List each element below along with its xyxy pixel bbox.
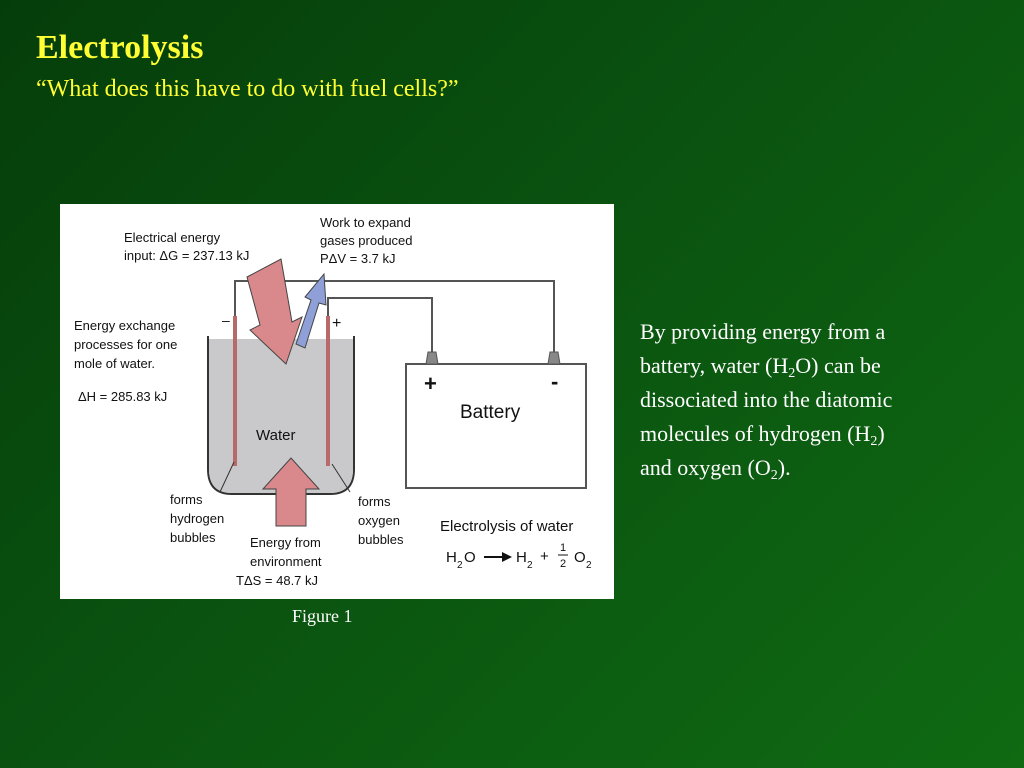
- cathode-electrode: [233, 316, 237, 466]
- water-label: Water: [256, 427, 295, 444]
- environment-energy-label: Energy from environment TΔS = 48.7 kJ: [236, 535, 325, 588]
- battery-plus-terminal: [425, 351, 439, 365]
- oxygen-pointer: [331, 463, 351, 493]
- description-text: By providing energy from a battery, wate…: [640, 319, 893, 483]
- hydrogen-pointer: [219, 461, 235, 493]
- eq-subscript: 2: [586, 560, 592, 571]
- eq-oxygen-product: O: [574, 549, 586, 566]
- hydrogen-bubbles-label: forms hydrogen bubbles: [170, 492, 228, 545]
- eq-subscript: 2: [527, 560, 533, 571]
- environment-energy-arrow: [261, 457, 321, 527]
- battery-minus-sign: -: [551, 369, 558, 394]
- water-body: [209, 339, 353, 493]
- figure-caption: Figure 1: [292, 606, 353, 626]
- electrolysis-figure: – + Water + - Battery Electrical energy …: [60, 204, 614, 599]
- slide-subtitle: “What does this have to do with fuel cel…: [36, 76, 459, 102]
- work-label: Work to expand gases produced PΔV = 3.7 …: [320, 215, 416, 266]
- oxygen-bubbles-label: forms oxygen bubbles: [358, 494, 404, 547]
- work-arrow: [295, 272, 327, 349]
- anode-electrode: [326, 316, 330, 466]
- eq-hydrogen: H: [446, 549, 457, 566]
- cathode-sign: –: [222, 312, 230, 328]
- reaction-title: Electrolysis of water: [440, 518, 573, 535]
- eq-subscript: 2: [457, 560, 463, 571]
- battery-label: Battery: [460, 402, 521, 423]
- electrical-energy-arrow: [246, 258, 303, 365]
- eq-fraction-numerator: 1: [560, 542, 566, 554]
- wire-cathode-to-battery-minus: [234, 280, 555, 352]
- eq-fraction-denominator: 2: [560, 558, 566, 570]
- electrical-energy-label: Electrical energy input: ΔG = 237.13 kJ: [124, 230, 249, 263]
- eq-plus: +: [540, 548, 549, 565]
- slide-title: Electrolysis: [36, 29, 204, 66]
- electrolysis-diagram: – + Water + - Battery Electrical energy …: [74, 215, 592, 588]
- eq-hydrogen-product: H: [516, 549, 527, 566]
- battery-plus-sign: +: [424, 371, 437, 396]
- anode-sign: +: [332, 315, 341, 332]
- enthalpy-label: ΔH = 285.83 kJ: [78, 389, 167, 404]
- battery-minus-terminal: [547, 351, 561, 365]
- energy-exchange-label: Energy exchange processes for one mole o…: [74, 318, 181, 371]
- eq-arrowhead: [502, 552, 512, 562]
- reaction-equation: H 2 O H 2 + 1 2 O 2: [446, 542, 592, 571]
- battery-body: [405, 363, 587, 489]
- eq-oxygen: O: [464, 549, 476, 566]
